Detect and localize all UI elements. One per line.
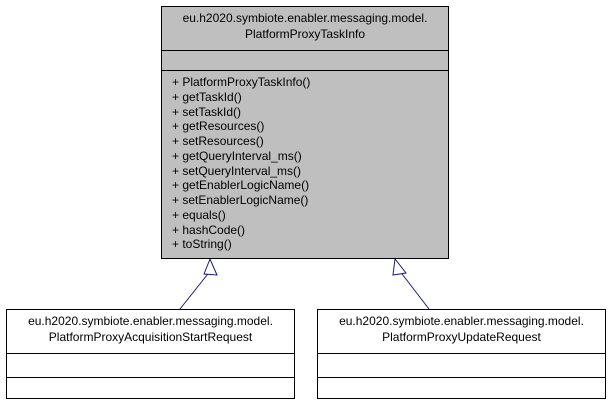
method-item: + toString() bbox=[172, 237, 232, 252]
methods-section bbox=[7, 377, 294, 401]
method-item: + hashCode() bbox=[172, 222, 246, 237]
class-platform-proxy-update-request[interactable]: eu.h2020.symbiote.enabler.messaging.mode… bbox=[317, 309, 606, 399]
method-item: + equals() bbox=[172, 207, 226, 222]
method-item: + setQueryInterval_ms() bbox=[172, 163, 302, 178]
class-name-line-1: eu.h2020.symbiote.enabler.messaging.mode… bbox=[28, 314, 273, 328]
class-platform-proxy-task-info: eu.h2020.symbiote.enabler.messaging.mode… bbox=[161, 6, 449, 259]
class-platform-proxy-acquisition-start-request[interactable]: eu.h2020.symbiote.enabler.messaging.mode… bbox=[6, 309, 295, 399]
inheritance-arrowhead-update bbox=[392, 257, 407, 276]
class-name: eu.h2020.symbiote.enabler.messaging.mode… bbox=[318, 310, 605, 353]
attributes-section bbox=[162, 50, 448, 70]
method-item: + getQueryInterval_ms() bbox=[172, 148, 302, 163]
methods-section bbox=[318, 377, 605, 401]
method-item: + getTaskId() bbox=[172, 89, 242, 104]
attributes-section bbox=[318, 353, 605, 377]
inheritance-edge-acquisition bbox=[179, 269, 212, 310]
method-item: + getEnablerLogicName() bbox=[172, 178, 310, 193]
class-name-line-2: PlatformProxyUpdateRequest bbox=[382, 330, 541, 344]
attributes-section bbox=[7, 353, 294, 377]
method-item: + setEnablerLogicName() bbox=[172, 193, 309, 207]
method-item: + PlatformProxyTaskInfo() bbox=[172, 75, 311, 89]
inheritance-edge-update bbox=[398, 269, 430, 310]
method-item: + getResources() bbox=[172, 119, 265, 134]
inheritance-arrowhead-acquisition bbox=[203, 257, 218, 276]
methods-section: + PlatformProxyTaskInfo() + getTaskId() … bbox=[162, 70, 448, 261]
class-name: eu.h2020.symbiote.enabler.messaging.mode… bbox=[7, 310, 294, 353]
class-name-line-1: eu.h2020.symbiote.enabler.messaging.mode… bbox=[339, 314, 584, 328]
class-name-line-1: eu.h2020.symbiote.enabler.messaging.mode… bbox=[182, 11, 428, 25]
class-name: eu.h2020.symbiote.enabler.messaging.mode… bbox=[162, 7, 448, 50]
class-name-line-2: PlatformProxyAcquisitionStartRequest bbox=[48, 330, 253, 344]
method-item: + setTaskId() bbox=[172, 104, 242, 119]
method-item: + setResources() bbox=[172, 134, 264, 148]
class-name-line-2: PlatformProxyTaskInfo bbox=[244, 27, 366, 41]
